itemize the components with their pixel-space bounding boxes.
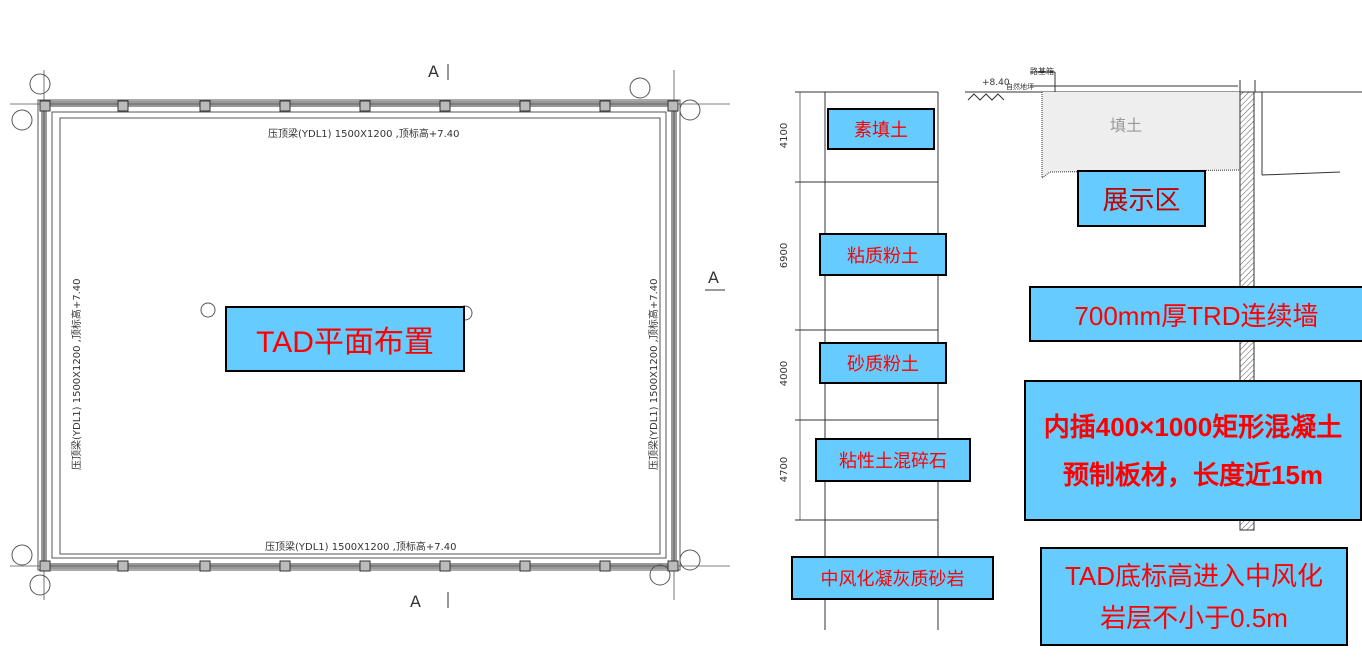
beam-label-right: 压顶梁(YDL1) 1500X1200 ,顶标高+7.40 — [649, 278, 660, 470]
elevation-label: +8.40 — [982, 78, 1010, 88]
section-mark-bottom: A — [410, 592, 421, 611]
layer-sandy-silt: 砂质粉土 — [819, 342, 947, 384]
dim-4700: 4700 — [779, 456, 791, 483]
layer-clay-gravel: 粘性土混碎石 — [815, 438, 971, 482]
layer-clayey-silt: 粘质粉土 — [819, 233, 947, 276]
layer-fill-soil: 素填土 — [827, 108, 935, 150]
dim-4100: 4100 — [779, 122, 791, 149]
beam-label-top: 压顶梁(YDL1) 1500X1200 ,顶标高+7.40 — [268, 129, 460, 140]
roadbox-label: 路基箱 — [1030, 67, 1054, 76]
dim-6900: 6900 — [779, 242, 791, 269]
plan-outline — [10, 70, 730, 600]
insert-note-box: 内插400×1000矩形混凝土预制板材，长度近15m — [1024, 380, 1362, 521]
plan-title-box: TAD平面布置 — [225, 306, 465, 372]
beam-label-bottom: 压顶梁(YDL1) 1500X1200 ,顶标高+7.40 — [265, 542, 457, 553]
section-cut-marks — [447, 64, 725, 608]
fill-label: 填土 — [1110, 116, 1143, 135]
display-area-box: 展示区 — [1077, 170, 1206, 227]
plan-columns — [39, 100, 679, 572]
beam-label-left: 压顶梁(YDL1) 1500X1200 ,顶标高+7.40 — [72, 278, 83, 470]
dim-4000: 4000 — [779, 360, 791, 387]
ground-label: 自然地坪 — [1006, 83, 1034, 91]
section-mark-top: A — [428, 62, 439, 81]
layer-sandstone: 中风化凝灰质砂岩 — [791, 556, 994, 600]
bottom-note-box: TAD底标高进入中风化岩层不小于0.5m — [1040, 547, 1348, 646]
wall-note-box: 700mm厚TRD连续墙 — [1029, 286, 1362, 342]
section-mark-right: A — [708, 268, 719, 287]
